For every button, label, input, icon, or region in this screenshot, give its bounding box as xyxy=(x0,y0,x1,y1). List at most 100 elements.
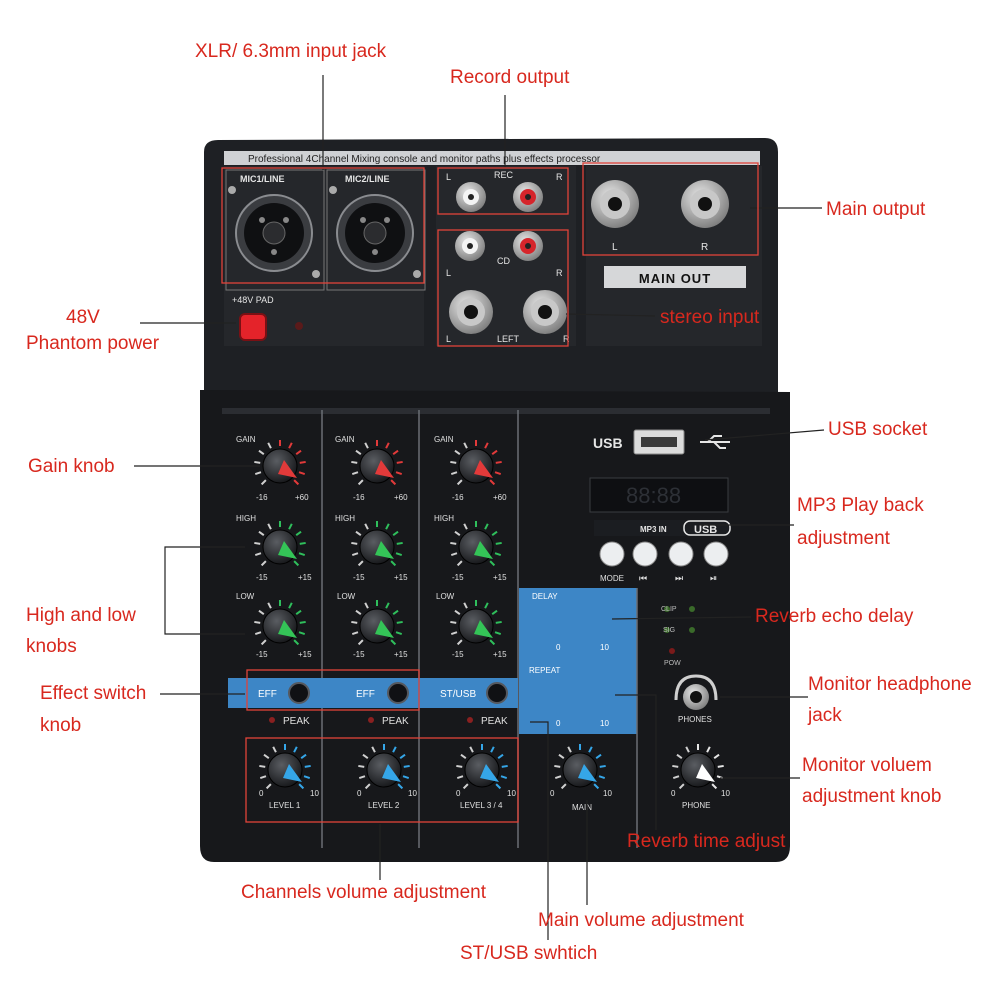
ch3-peak-label: PEAK xyxy=(481,716,508,727)
delay-min: 0 xyxy=(556,643,561,652)
mp3-play-button[interactable] xyxy=(703,541,729,567)
headphone-jack[interactable] xyxy=(674,674,718,710)
callout-monitor-vol-line2: adjustment knob xyxy=(802,786,942,807)
ch2-gain-knob[interactable] xyxy=(351,440,403,486)
ch2-low-knob[interactable] xyxy=(351,600,403,646)
ch3-gain-knob[interactable] xyxy=(450,440,502,486)
usb-mp3-section: USB 88:88 MP3 IN USB MODE ⏮ ⏭ ⏯ xyxy=(589,429,731,583)
level2-max: 10 xyxy=(408,789,417,798)
play-icon: ⏯ xyxy=(710,573,717,583)
rec-label: REC xyxy=(494,170,514,180)
ch3-level-knob[interactable] xyxy=(456,744,508,790)
ch1-low-min: -15 xyxy=(256,650,268,659)
level34-label: LEVEL 3 / 4 xyxy=(460,801,503,810)
rec-rca-left[interactable] xyxy=(456,182,486,212)
level3-min: 0 xyxy=(456,789,461,798)
repeat-label: REPEAT xyxy=(529,666,561,675)
ch2-high-knob[interactable] xyxy=(351,521,403,567)
phone-volume-knob[interactable] xyxy=(672,744,724,790)
mic2-label: MIC2/LINE xyxy=(345,174,390,184)
ch3-low-max: +15 xyxy=(493,650,507,659)
panel-banner-text: Professional 4Channel Mixing console and… xyxy=(248,154,601,165)
cd-rca-left[interactable] xyxy=(455,231,485,261)
ch2-peak-label: PEAK xyxy=(382,716,409,727)
ch2-level-knob[interactable] xyxy=(358,744,410,790)
st-usb-label: ST/USB xyxy=(440,689,476,700)
callout-main-output: Main output xyxy=(826,199,926,220)
xlr-jack-2[interactable] xyxy=(329,186,421,278)
main-out-r-label: R xyxy=(701,242,708,253)
ch1-eff-button[interactable] xyxy=(288,682,310,704)
mp3-usb-badge: USB xyxy=(694,524,717,536)
callout-monitor-vol-line1: Monitor voluem xyxy=(802,755,932,776)
callout-mp3-line1: MP3 Play back xyxy=(797,495,924,516)
delay-max: 10 xyxy=(600,643,609,652)
main-label: MAIN xyxy=(572,803,592,812)
ch1-gain-min: -16 xyxy=(256,493,268,502)
ch1-high-knob[interactable] xyxy=(254,521,306,567)
phantom-pad-label: +48V PAD xyxy=(232,295,274,305)
ch1-eff-label: EFF xyxy=(258,689,277,700)
st-usb-button[interactable] xyxy=(486,682,508,704)
repeat-max: 10 xyxy=(600,719,609,728)
main-out-section: L R MAIN OUT xyxy=(586,166,762,346)
main-out-jack-left[interactable] xyxy=(591,180,639,228)
main-out-jack-right[interactable] xyxy=(681,180,729,228)
mp3-mode-button[interactable] xyxy=(599,541,625,567)
ch3-low-label: LOW xyxy=(436,592,455,601)
monitor-section: CLIP SIG POW PHONES PHONE 0 10 xyxy=(636,588,730,848)
callout-headphone-line1: Monitor headphone xyxy=(808,674,972,695)
ch3-gain-label: GAIN xyxy=(434,435,454,444)
ch2-eff-button[interactable] xyxy=(387,682,409,704)
callout-phantom-line2: Phantom power xyxy=(26,333,160,354)
main-volume-knob[interactable] xyxy=(554,744,606,790)
sig-label: SIG xyxy=(663,627,675,634)
callout-xlr-jack: XLR/ 6.3mm input jack xyxy=(195,41,387,62)
stereo-jack-right[interactable] xyxy=(523,290,567,334)
callout-stereo-input: stereo input xyxy=(660,307,760,328)
phantom-power-button[interactable] xyxy=(239,313,267,341)
mp3-next-button[interactable] xyxy=(668,541,694,567)
ch3-high-label: HIGH xyxy=(434,514,454,523)
ch1-gain-knob[interactable] xyxy=(254,440,306,486)
mp3-display-digits: 88:88 xyxy=(626,483,681,508)
ch1-low-label: LOW xyxy=(236,592,255,601)
peak-indicators: PEAK PEAK PEAK xyxy=(269,716,508,727)
ch2-high-min: -15 xyxy=(353,573,365,582)
phone-max: 10 xyxy=(721,789,730,798)
callout-record-output: Record output xyxy=(450,67,570,88)
ch3-gain-min: -16 xyxy=(452,493,464,502)
ch2-eff-label: EFF xyxy=(356,689,375,700)
cd-label: CD xyxy=(497,256,510,266)
cd-r-label: R xyxy=(556,268,563,278)
repeat-min: 0 xyxy=(556,719,561,728)
callout-reverb-echo-delay: Reverb echo delay xyxy=(755,606,914,627)
rec-r-label: R xyxy=(556,172,563,182)
phone-label: PHONE xyxy=(682,801,710,810)
mic-input-section: MIC1/LINE MIC2/LINE +48V PAD xyxy=(224,166,426,346)
ch3-high-knob[interactable] xyxy=(450,521,502,567)
delay-label: DELAY xyxy=(532,592,558,601)
panel-banner xyxy=(224,151,760,165)
callout-headphone-line2: jack xyxy=(808,705,842,726)
ch1-low-knob[interactable] xyxy=(254,600,306,646)
channel-1-labels: GAIN HIGH LOW -16 +60 -15 +15 -15 +15 xyxy=(236,435,312,659)
xlr-jack-1[interactable] xyxy=(228,186,320,278)
ch2-high-max: +15 xyxy=(394,573,408,582)
cd-rca-right[interactable] xyxy=(513,231,543,261)
main-out-label: MAIN OUT xyxy=(639,271,711,286)
callout-effect-line2: knob xyxy=(40,715,82,736)
mp3-prev-button[interactable] xyxy=(632,541,658,567)
rec-rca-right[interactable] xyxy=(513,182,543,212)
stereo-l-label: L xyxy=(446,334,451,344)
ch2-low-label: LOW xyxy=(337,592,356,601)
level1-label: LEVEL 1 xyxy=(269,801,301,810)
ch3-low-knob[interactable] xyxy=(450,600,502,646)
ch1-high-max: +15 xyxy=(298,573,312,582)
ch1-level-knob[interactable] xyxy=(259,744,311,790)
stereo-jack-left[interactable] xyxy=(449,290,493,334)
stereo-left-label: LEFT xyxy=(497,334,520,344)
main-max: 10 xyxy=(603,789,612,798)
cd-l-label: L xyxy=(446,268,451,278)
